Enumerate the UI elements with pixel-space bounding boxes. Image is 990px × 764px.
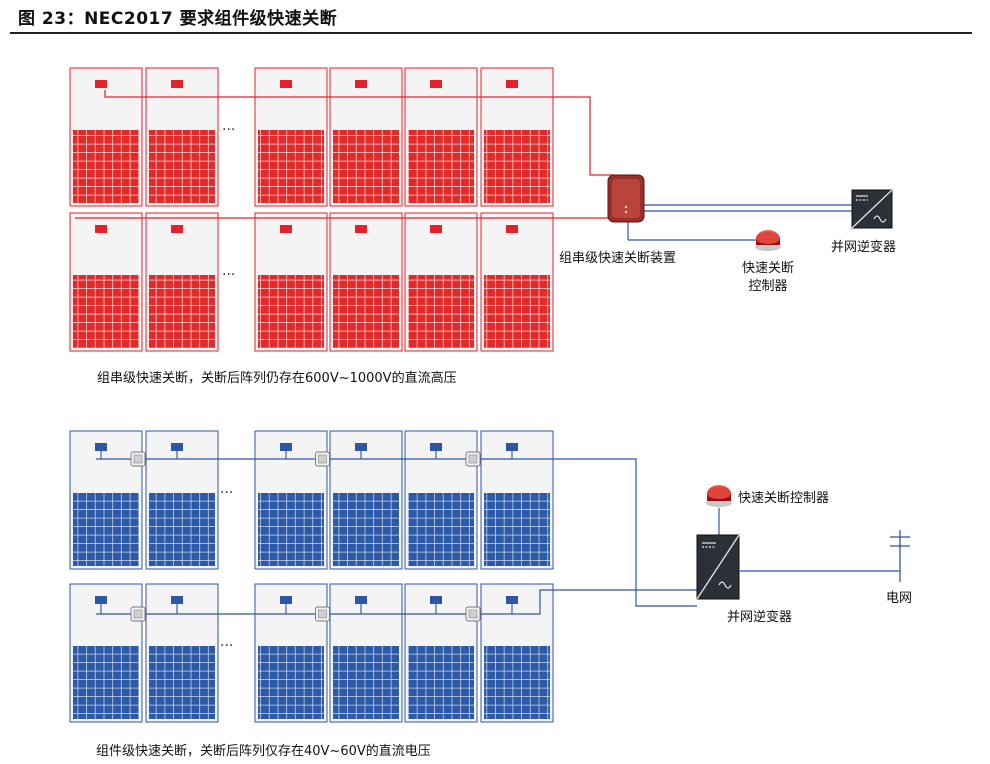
ellipsis: ··· bbox=[220, 485, 233, 501]
top-controller-label-line1: 快速关断 bbox=[742, 261, 794, 276]
junction-box-icon bbox=[355, 443, 367, 451]
module-shutdown-device bbox=[465, 451, 481, 467]
top-inverter-icon bbox=[851, 189, 893, 229]
ellipsis: ··· bbox=[222, 267, 235, 283]
solar-panel bbox=[69, 583, 143, 723]
string-shutdown-device bbox=[607, 174, 645, 223]
ellipsis: ··· bbox=[220, 638, 233, 654]
junction-box-icon bbox=[280, 80, 292, 88]
solar-panel bbox=[329, 583, 403, 723]
bottom-controller-label: 快速关断控制器 bbox=[738, 491, 829, 506]
top-string-array: ··· ··· bbox=[69, 67, 554, 352]
junction-box-icon bbox=[171, 80, 183, 88]
solar-panel bbox=[404, 67, 478, 207]
module-shutdown-device bbox=[315, 451, 330, 467]
junction-box-icon bbox=[95, 443, 107, 451]
solar-panel bbox=[69, 67, 143, 207]
solar-panel bbox=[69, 212, 143, 352]
solar-panel bbox=[480, 583, 554, 723]
ellipsis: ··· bbox=[222, 122, 235, 138]
grid-pole-icon bbox=[890, 530, 910, 582]
module-shutdown-devices bbox=[96, 451, 530, 622]
top-wiring bbox=[75, 90, 856, 241]
bottom-inverter-label: 并网逆变器 bbox=[727, 609, 792, 625]
module-shutdown-device bbox=[315, 606, 330, 622]
solar-panel bbox=[254, 67, 328, 207]
solar-panel bbox=[480, 212, 554, 352]
bottom-caption: 组件级快速关断，关断后阵列仅存在40V~60V的直流电压 bbox=[96, 743, 431, 759]
junction-box-icon bbox=[95, 80, 107, 88]
junction-box-icon bbox=[171, 443, 183, 451]
bottom-inverter-icon bbox=[696, 534, 740, 600]
solar-panel bbox=[480, 67, 554, 207]
top-controller-icon bbox=[755, 230, 781, 251]
junction-box-icon bbox=[355, 80, 367, 88]
solar-panel bbox=[329, 212, 403, 352]
bottom-controller-icon bbox=[706, 485, 732, 507]
module-shutdown-device bbox=[130, 451, 146, 467]
top-controller-label-line2: 控制器 bbox=[748, 279, 787, 294]
solar-panel bbox=[254, 212, 328, 352]
junction-box-icon bbox=[506, 596, 518, 604]
solar-panel bbox=[480, 430, 554, 570]
solar-panel bbox=[145, 212, 219, 352]
figure-title: 图 23：NEC2017 要求组件级快速关断 bbox=[18, 9, 338, 29]
junction-box-icon bbox=[355, 225, 367, 233]
title-divider bbox=[10, 32, 972, 34]
grid-label: 电网 bbox=[886, 591, 912, 606]
string-shutdown-device-label: 组串级快速关断装置 bbox=[559, 251, 676, 266]
bottom-wiring bbox=[530, 458, 900, 615]
junction-box-icon bbox=[95, 225, 107, 233]
module-shutdown-device bbox=[130, 606, 146, 622]
solar-panel bbox=[404, 212, 478, 352]
junction-box-icon bbox=[280, 225, 292, 233]
junction-box-icon bbox=[430, 225, 442, 233]
solar-panel bbox=[404, 430, 478, 570]
junction-box-icon bbox=[430, 80, 442, 88]
junction-box-icon bbox=[280, 596, 292, 604]
junction-box-icon bbox=[171, 225, 183, 233]
solar-panel bbox=[254, 430, 328, 570]
module-shutdown-device bbox=[465, 606, 481, 622]
solar-panel bbox=[404, 583, 478, 723]
junction-box-icon bbox=[280, 443, 292, 451]
bottom-module-array: ··· ··· bbox=[69, 430, 554, 723]
junction-box-icon bbox=[430, 443, 442, 451]
junction-box-icon bbox=[171, 596, 183, 604]
solar-panel bbox=[145, 430, 219, 570]
junction-box-icon bbox=[506, 225, 518, 233]
solar-panel bbox=[254, 583, 328, 723]
junction-box-icon bbox=[95, 596, 107, 604]
solar-panel bbox=[145, 67, 219, 207]
solar-panel bbox=[145, 583, 219, 723]
junction-box-icon bbox=[506, 80, 518, 88]
top-caption: 组串级快速关断，关断后阵列仍存在600V~1000V的直流高压 bbox=[97, 370, 457, 386]
solar-panel bbox=[329, 67, 403, 207]
junction-box-icon bbox=[506, 443, 518, 451]
top-inverter-label: 并网逆变器 bbox=[831, 239, 896, 255]
junction-box-icon bbox=[430, 596, 442, 604]
solar-panel bbox=[69, 430, 143, 570]
junction-box-icon bbox=[355, 596, 367, 604]
solar-panel bbox=[329, 430, 403, 570]
